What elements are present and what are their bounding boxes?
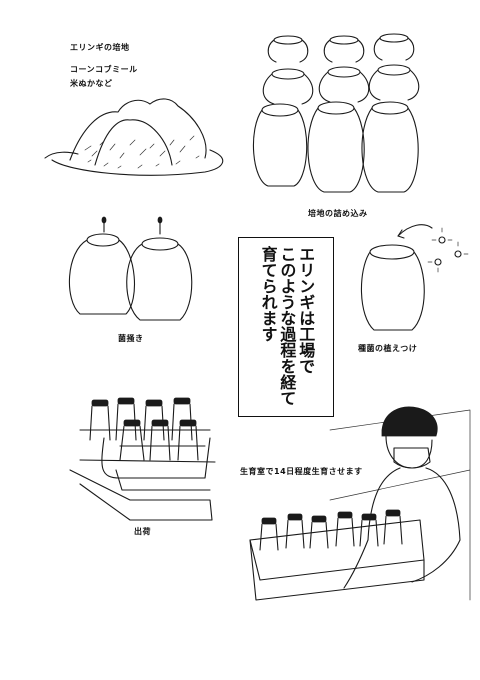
caption-column-2: このような過程を経て — [277, 246, 297, 406]
caption-box: エリンギは工場で このような過程を経て 育てられます — [238, 237, 334, 417]
growing-label: 生育室で14日程度生育させます — [240, 467, 363, 476]
medium-pile-illustration — [44, 98, 224, 176]
shipping-crate-illustration — [69, 397, 216, 521]
stirring-jars-illustration — [68, 216, 193, 321]
caption-column-1: エリンギは工場で — [296, 246, 316, 374]
inoculation-label: 種菌の植えつけ — [358, 344, 418, 353]
caption-text: エリンギは工場で このような過程を経て 育てられます — [239, 246, 333, 408]
medium-title-label: エリンギの培地 — [70, 43, 130, 52]
inoculation-jar-illustration — [360, 224, 469, 331]
medium-ingredients-line1: コーンコブミール — [70, 65, 138, 74]
filling-label: 培地の詰め込み — [308, 209, 368, 218]
bottle-grid-illustration — [252, 33, 420, 193]
shipping-label: 出荷 — [134, 527, 151, 536]
caption-column-3: 育てられます — [258, 246, 278, 342]
medium-ingredients-line2: 米ぬかなど — [70, 79, 113, 88]
stirring-label: 菌掻き — [118, 334, 144, 343]
worker-illustration — [249, 406, 471, 601]
